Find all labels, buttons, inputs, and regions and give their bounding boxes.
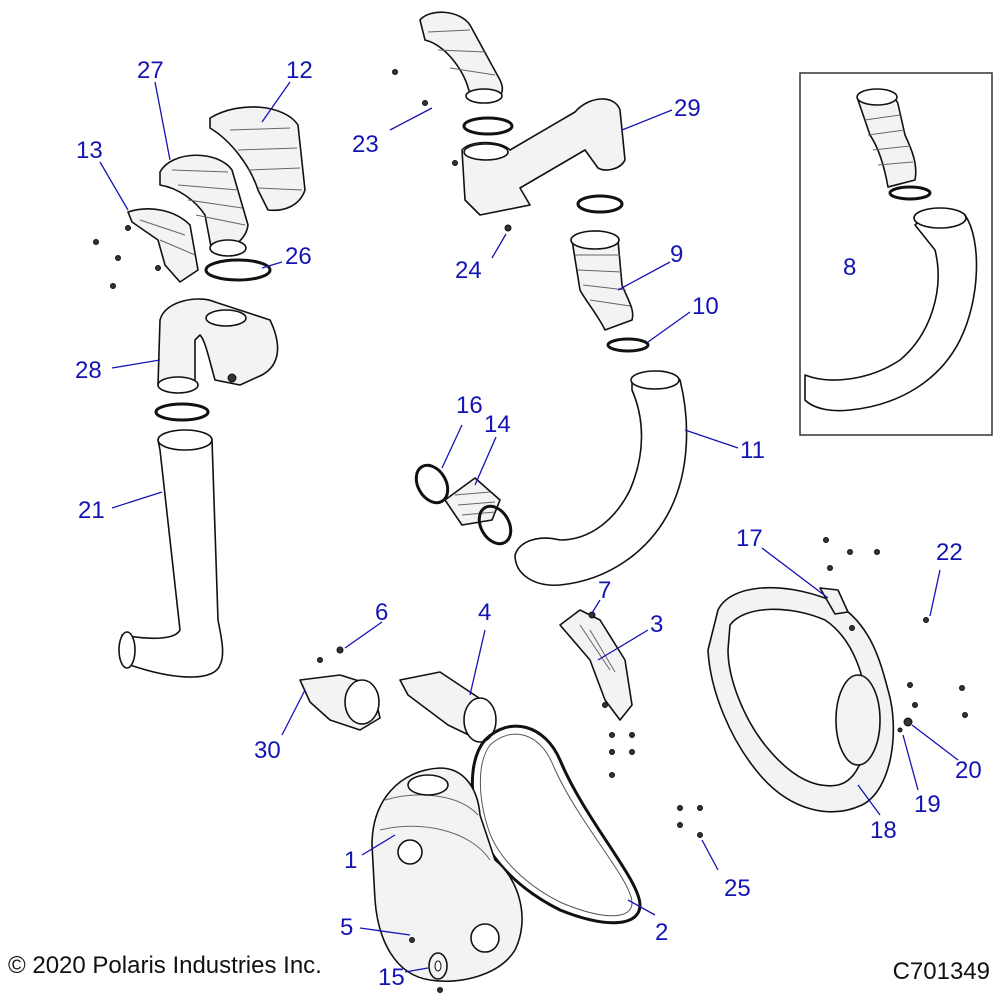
- inset-frame: [799, 72, 993, 436]
- part-17-tab: [819, 587, 849, 615]
- callout-17: 17: [736, 525, 763, 552]
- callout-8: 8: [843, 254, 856, 281]
- callout-5: 5: [340, 914, 353, 941]
- callout-21: 21: [78, 497, 105, 524]
- callout-30: 30: [254, 737, 281, 764]
- part-28-lower-clamp: [154, 402, 210, 422]
- callout-24: 24: [455, 257, 482, 284]
- callout-3: 3: [650, 611, 663, 638]
- callout-10: 10: [692, 293, 719, 320]
- part-16-14-coupler: [414, 463, 513, 546]
- callout-14: 14: [484, 411, 511, 438]
- part-29-intake: [419, 11, 626, 216]
- callout-26: 26: [285, 243, 312, 270]
- callout-2: 2: [655, 919, 668, 946]
- drawing-number: C701349: [892, 958, 990, 985]
- callout-22: 22: [936, 539, 963, 566]
- callout-28: 28: [75, 357, 102, 384]
- callout-1: 1: [344, 847, 357, 874]
- callout-6: 6: [375, 599, 388, 626]
- callout-12: 12: [286, 57, 313, 84]
- part-9-duct: [570, 230, 634, 331]
- callout-20: 20: [955, 757, 982, 784]
- part-10-clamp: [606, 337, 650, 353]
- callout-25: 25: [724, 875, 751, 902]
- part-21-tube: [118, 429, 224, 678]
- part-26-clamp: [204, 258, 272, 282]
- part-12-shroud: [209, 106, 306, 212]
- callout-9: 9: [670, 241, 683, 268]
- callout-13: 13: [76, 137, 103, 164]
- callout-29: 29: [674, 95, 701, 122]
- callout-4: 4: [478, 599, 491, 626]
- part-4-duct: [399, 671, 497, 743]
- callout-labels: 27 12 13 26 28 21 23 29 24 9 10 8 11 16 …: [75, 57, 982, 991]
- part-8-inset: [804, 88, 978, 412]
- leader-lines: [99, 81, 959, 973]
- callout-7: 7: [598, 577, 611, 604]
- part-13-bracket: [127, 208, 199, 283]
- callout-15: 15: [378, 964, 405, 991]
- fasteners: [93, 69, 968, 993]
- callout-16: 16: [456, 392, 483, 419]
- part-18-cover: [707, 586, 895, 813]
- part-3-bracket: [559, 609, 633, 721]
- callout-23: 23: [352, 131, 379, 158]
- part-30-duct: [299, 674, 381, 731]
- part-1-cover: [371, 767, 523, 983]
- part-27-duct: [159, 154, 249, 257]
- callout-11: 11: [740, 437, 765, 464]
- callout-27: 27: [137, 57, 164, 84]
- part-28-duct: [157, 298, 279, 394]
- callout-18: 18: [870, 817, 897, 844]
- copyright-notice: © 2020 Polaris Industries Inc.: [8, 952, 322, 979]
- part-11-tube: [514, 370, 688, 586]
- callout-19: 19: [914, 791, 941, 818]
- part-15-washer: [428, 952, 448, 980]
